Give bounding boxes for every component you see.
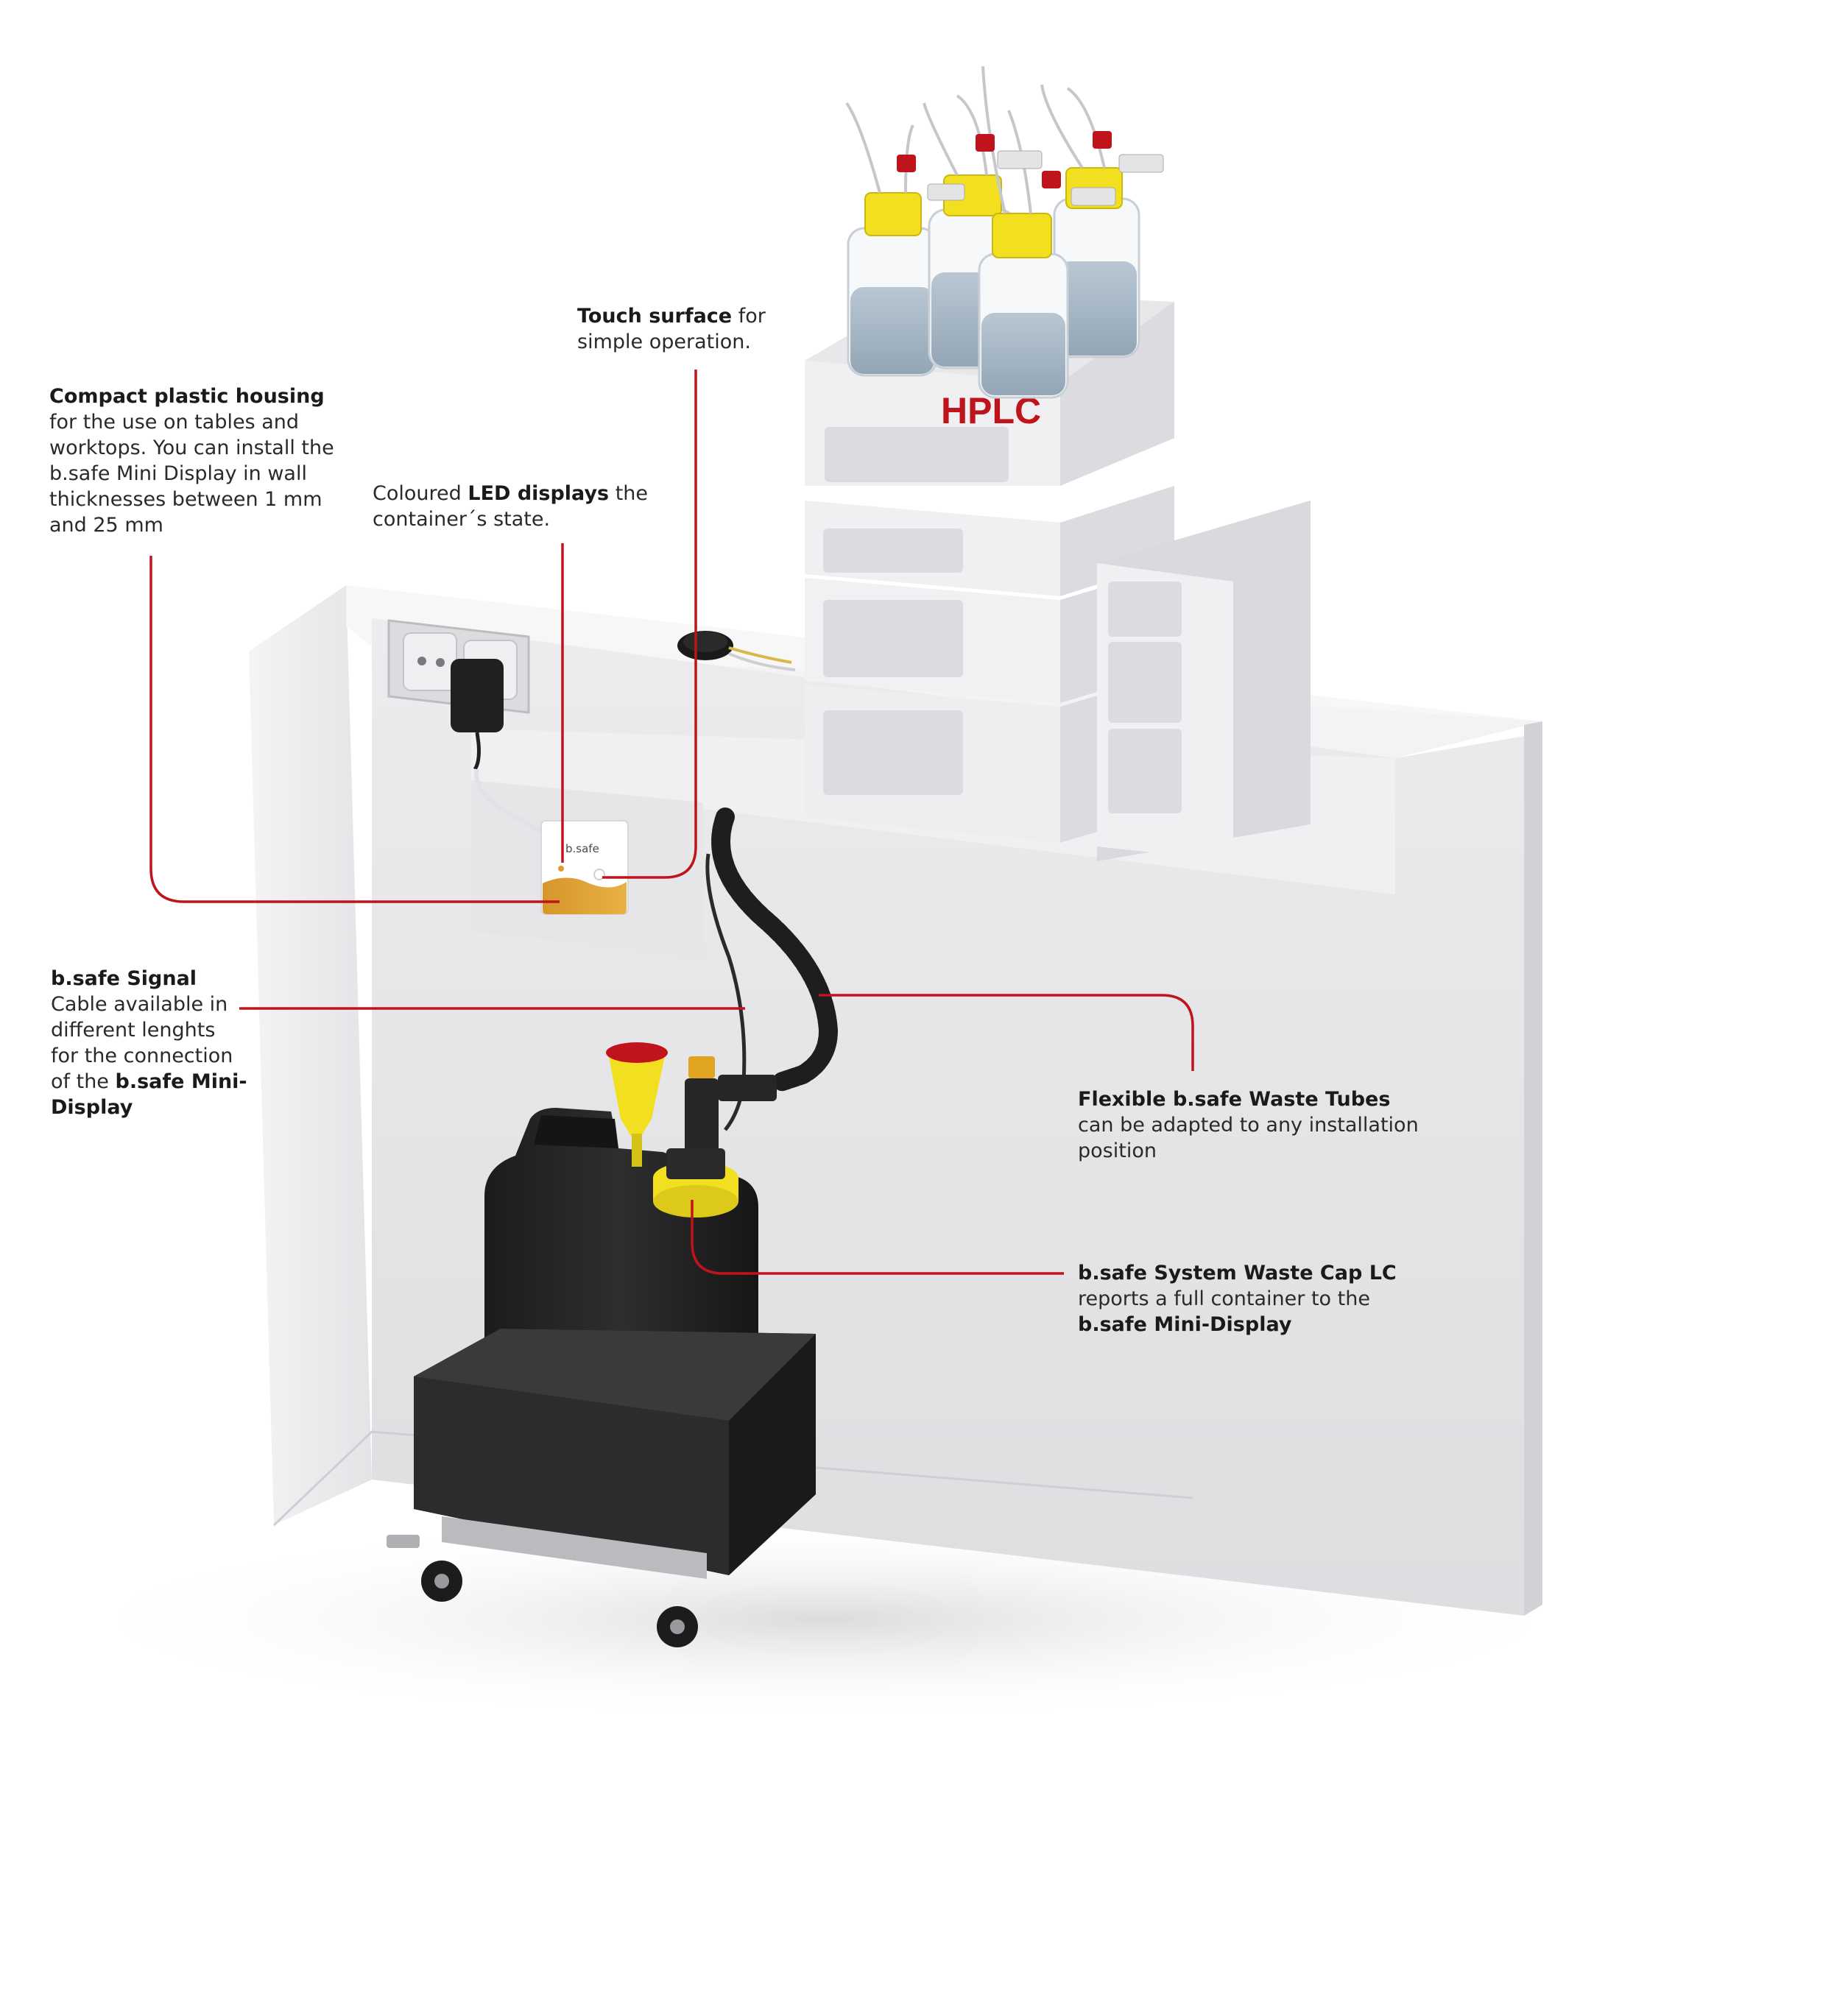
callout-cap: b.safe System Waste Cap LC reports a ful… [1078,1260,1397,1337]
housing-line: b.safe Mini Display in wall [49,462,307,485]
signal-last-bold: b.safe Mini- [115,1070,247,1093]
cap-last-bold: b.safe Mini-Display [1078,1313,1292,1336]
led-suffix: the [609,482,649,505]
display-brand-label: b.safe [565,842,599,855]
touch-sensor-puck [677,631,796,671]
power-adapter [451,659,504,771]
leader-tubes [819,994,1194,1071]
callout-touch: Touch surface for simple operation. [577,303,766,355]
cap-line: reports a full container to the [1078,1287,1370,1310]
touch-title-suffix: for [732,305,766,328]
leader-housing [149,556,560,903]
touch-title: Touch surface [577,305,733,328]
signal-title: b.safe Signal [51,967,197,990]
housing-title: Compact plastic housing [49,385,325,408]
tubes-line: can be adapted to any installation [1078,1114,1419,1137]
signal-last-prefix: of the [51,1070,116,1093]
leader-cap [691,1200,1064,1275]
housing-line: for the use on tables and [49,411,300,434]
cap-title: b.safe System Waste Cap LC [1078,1262,1397,1284]
led-prefix: Coloured [373,482,468,505]
tubes-title: Flexible b.safe Waste Tubes [1078,1088,1391,1111]
led-title: LED displays [468,482,610,505]
waste-tube [711,807,839,1092]
touch-line: simple operation. [577,331,751,353]
signal-last-bold2: Display [51,1096,133,1119]
signal-line: Cable available in [51,993,228,1016]
housing-line: worktops. You can install the [49,437,334,459]
callout-lines [149,370,1194,1275]
callout-led: Coloured LED displays the container´s st… [373,481,648,532]
signal-line: for the connection [51,1045,233,1067]
waste-cap-assembly [606,1042,777,1217]
tubes-line: position [1078,1139,1157,1162]
mini-display-device: b.safe [540,820,629,915]
callout-tubes: Flexible b.safe Waste Tubes can be adapt… [1078,1086,1419,1164]
signal-line: different lenghts [51,1019,216,1042]
solvent-bottles [845,66,1164,399]
callout-housing: Compact plastic housing for the use on t… [49,384,334,538]
led-line: container´s state. [373,508,551,531]
housing-line: and 25 mm [49,514,163,537]
leader-touch [602,370,697,879]
callout-signal: b.safe Signal Cable available in differe… [51,966,247,1120]
housing-line: thicknesses between 1 mm [49,488,322,511]
